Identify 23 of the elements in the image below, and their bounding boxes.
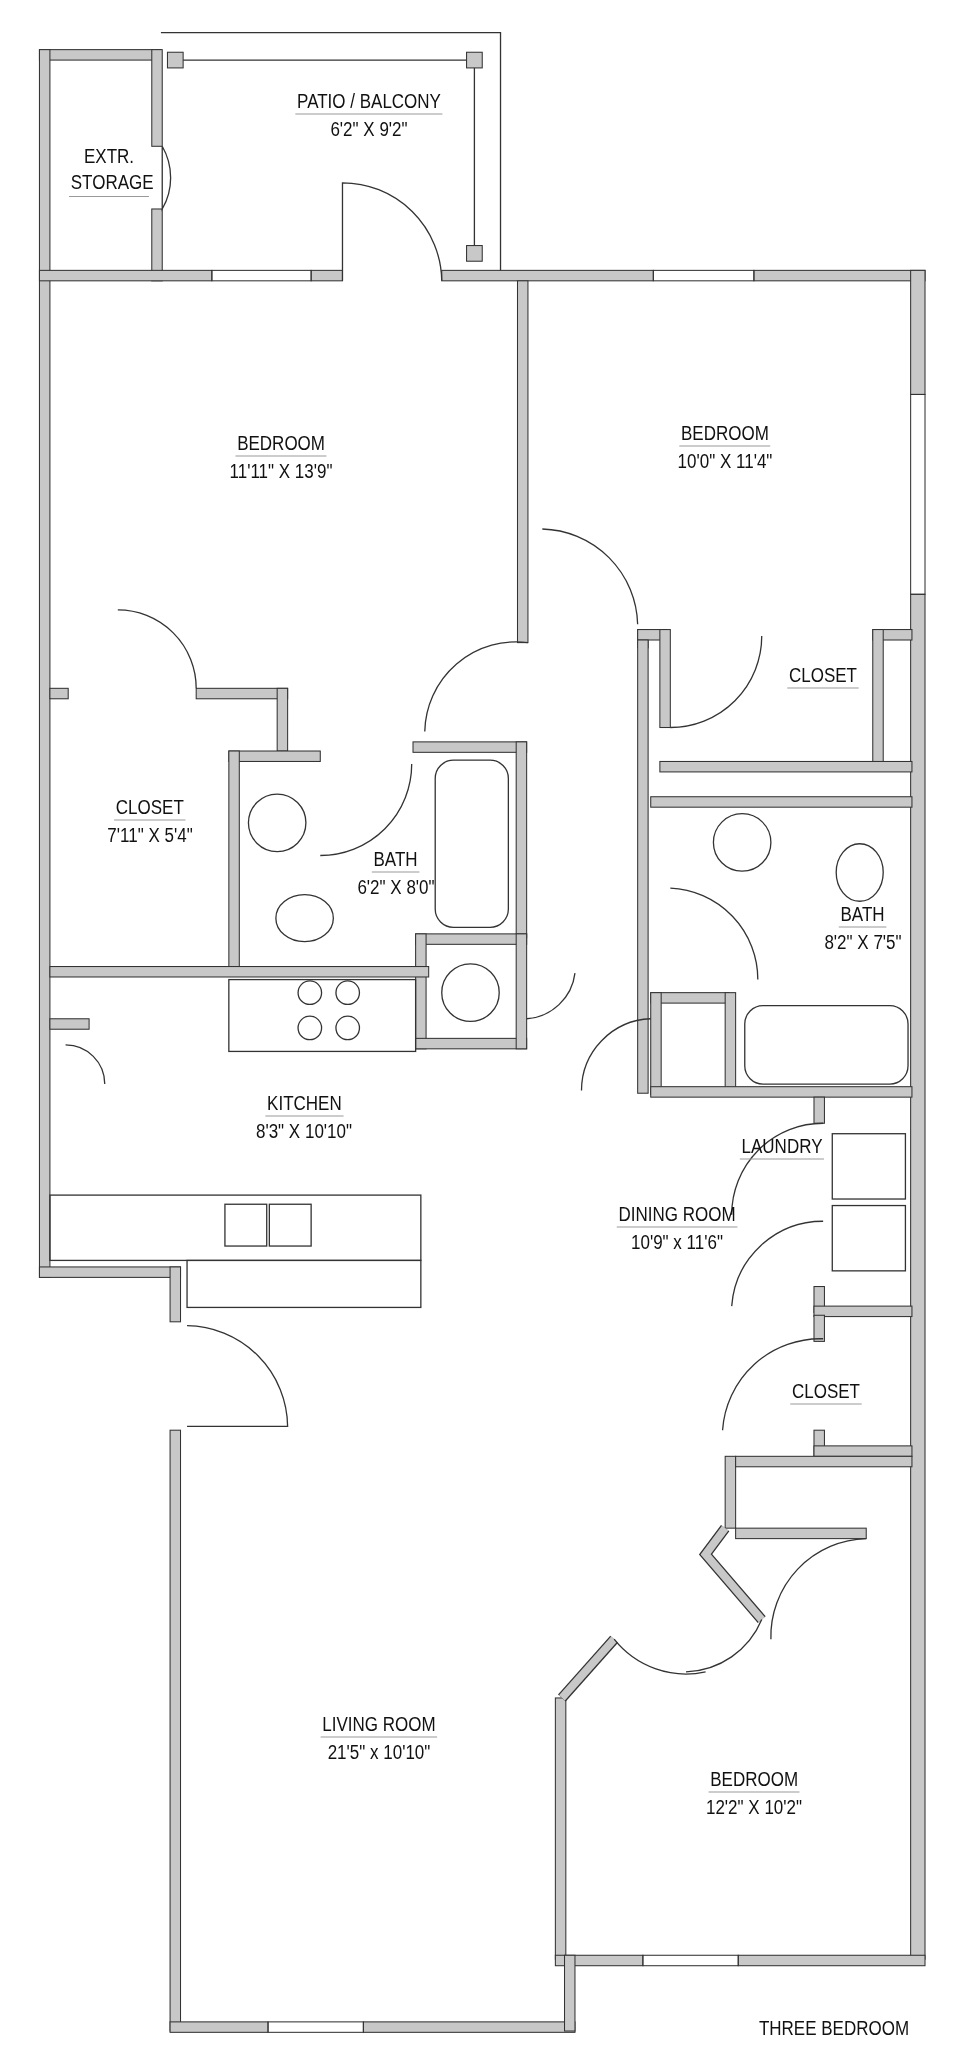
room-name: BEDROOM xyxy=(708,1767,800,1793)
room-name: BEDROOM xyxy=(235,431,327,457)
room-dimensions: 10'9" x 11'6" xyxy=(629,1230,724,1254)
room-dimensions: 12'2" X 10'2" xyxy=(706,1795,803,1819)
room-name: KITCHEN xyxy=(265,1091,344,1117)
room-name: CLOSET xyxy=(790,1379,862,1405)
room-name: PATIO / BALCONY xyxy=(294,89,443,115)
plan-title: THREE BEDROOM xyxy=(758,2016,909,2040)
room-name: CLOSET xyxy=(114,795,186,821)
room-dimensions: 8'2" X 7'5" xyxy=(823,930,902,954)
room-dimensions: 10'0" X 11'4" xyxy=(677,449,773,473)
room-dimensions: 7'11" X 5'4" xyxy=(107,823,193,847)
room-name: DINING ROOM xyxy=(616,1202,738,1228)
room-name: BEDROOM xyxy=(679,421,771,447)
room-dimensions: 21'5" x 10'10" xyxy=(326,1740,432,1764)
room-dimensions: 8'3" X 10'10" xyxy=(256,1119,353,1143)
room-dimensions: 11'11" X 13'9" xyxy=(229,459,333,483)
room-name: BATH xyxy=(372,847,420,873)
room-name: BATH xyxy=(838,902,887,928)
room-dimensions: 6'2" X 8'0" xyxy=(357,875,435,899)
room-dimensions: 6'2" X 9'2" xyxy=(328,117,409,141)
room-name: CLOSET xyxy=(787,663,860,689)
room-name: LIVING ROOM xyxy=(320,1712,438,1738)
